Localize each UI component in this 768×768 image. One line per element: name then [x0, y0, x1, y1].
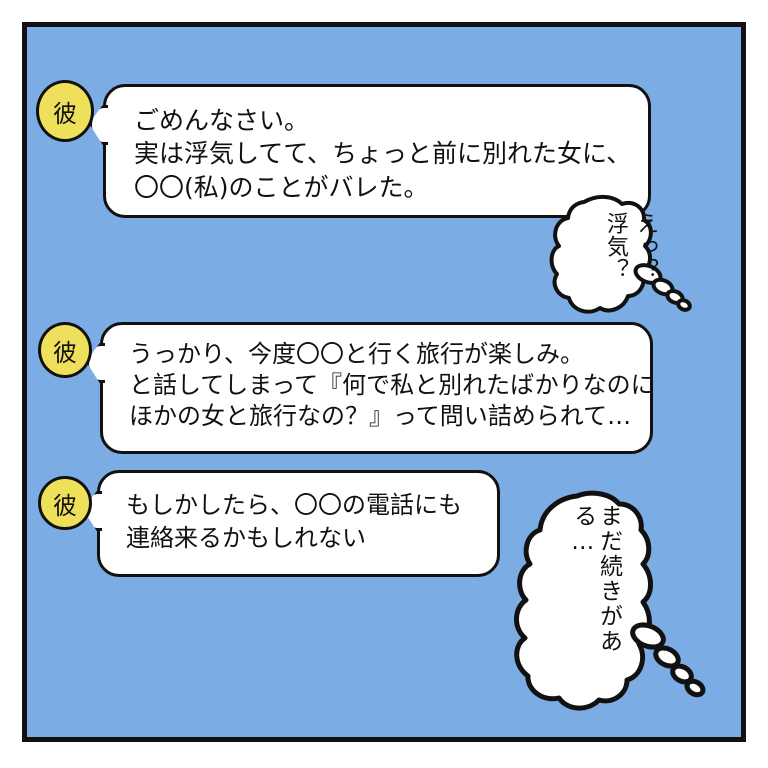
thought-cloud-shape-icon	[514, 490, 706, 711]
speech-bubble-1-text: ごめんなさい。 実は浮気してて、ちょっと前に別れた女に、 〇〇(私)のことがバレ…	[134, 106, 632, 202]
avatar-label: 彼	[53, 99, 77, 128]
thought-cloud-shape-icon	[549, 195, 692, 314]
thought-bubble-upper-line-1: えっ？	[633, 212, 658, 281]
thought-bubble-lower: まだ続きがある…	[514, 490, 706, 720]
speech-bubble-3-text: もしかしたら、〇〇の電話にも 連絡来るかもしれない	[126, 491, 462, 553]
thought-bubble-upper-line-2: 浮気？	[603, 212, 628, 281]
thought-bubble-lower-text: まだ続きがある…	[569, 504, 622, 654]
avatar-label: 彼	[53, 491, 77, 520]
speech-bubble-1: ごめんなさい。 実は浮気してて、ちょっと前に別れた女に、 〇〇(私)のことがバレ…	[89, 84, 651, 218]
avatar-label: 彼	[53, 338, 77, 367]
bubble-tail-cover	[102, 489, 110, 535]
bubble-tail-cover	[108, 103, 116, 149]
avatar-speaker-2: 彼	[38, 322, 92, 378]
thought-bubble-upper: えっ？ 浮気？	[548, 195, 692, 326]
speech-bubble-2: うっかり、今度〇〇と行く旅行が楽しみ。 と話してしまって『何で私と別れたばかりな…	[86, 322, 655, 454]
speech-bubble-3: もしかしたら、〇〇の電話にも 連絡来るかもしれない	[83, 470, 500, 577]
avatar-speaker-3: 彼	[38, 476, 92, 530]
bubble-tail-cover	[105, 341, 113, 387]
avatar-speaker-1: 彼	[36, 80, 94, 142]
speech-bubble-2-text: うっかり、今度〇〇と行く旅行が楽しみ。 と話してしまって『何で私と別れたばかりな…	[129, 340, 655, 431]
